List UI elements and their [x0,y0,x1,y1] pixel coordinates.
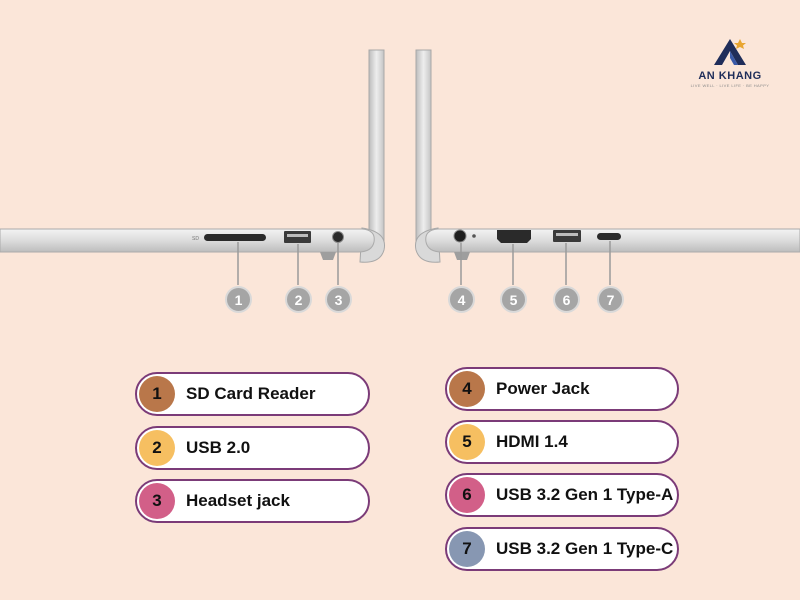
legend-number-badge: 2 [139,430,175,466]
logo-mountain-icon [714,39,746,65]
headset-jack-icon [332,231,344,243]
laptop-right-side [414,49,800,263]
legend-item-hdmi: 5 HDMI 1.4 [445,420,679,464]
legend-item-usb-2: 2 USB 2.0 [135,426,370,470]
legend-number-badge: 1 [139,376,175,412]
legend-label: Power Jack [496,379,590,398]
legend-number-badge: 5 [449,424,485,460]
usb-type-c-port-icon [597,233,621,240]
svg-text:SD: SD [192,236,199,242]
legend-number-badge: 7 [449,531,485,567]
legend-label: Headset jack [186,491,290,510]
marker-3: 3 [325,286,352,313]
laptop-left-base [0,228,375,253]
laptop-left-foot [320,252,336,260]
legend-label: USB 3.2 Gen 1 Type-A [496,485,674,504]
marker-1: 1 [225,286,252,313]
marker-2: 2 [285,286,312,313]
marker-5: 5 [500,286,527,313]
legend-label: HDMI 1.4 [496,432,568,451]
laptop-right-lid [415,49,432,246]
logo-tagline: LIVE WELL · LIVE LIFE · BE HAPPY [690,83,770,88]
legend-label: USB 3.2 Gen 1 Type-C [496,539,674,558]
laptop-left-side: SD [0,49,386,263]
connector-lines [237,241,611,285]
legend-item-sd-card-reader: 1 SD Card Reader [135,372,370,416]
laptop-right-foot [454,252,470,260]
logo-name: AN KHANG [698,70,762,82]
brand-logo: AN KHANG LIVE WELL · LIVE LIFE · BE HAPP… [690,35,770,88]
power-jack-icon [453,229,467,243]
hdmi-port-icon [497,230,531,243]
marker-7: 7 [597,286,624,313]
legend-number-badge: 6 [449,477,485,513]
laptop-right-base [425,228,800,253]
legend-number-badge: 3 [139,483,175,519]
marker-4: 4 [448,286,475,313]
legend-item-usb-3-type-c: 7 USB 3.2 Gen 1 Type-C [445,527,679,571]
legend-label: SD Card Reader [186,384,316,403]
legend-item-usb-3-type-a: 6 USB 3.2 Gen 1 Type-A [445,473,679,517]
legend-number-badge: 4 [449,371,485,407]
marker-6: 6 [553,286,580,313]
laptop-left-lid [368,49,385,246]
legend-label: USB 2.0 [186,438,251,457]
legend-item-power-jack: 4 Power Jack [445,367,679,411]
legend-item-headset-jack: 3 Headset jack [135,479,370,523]
sd-card-slot-icon [204,234,266,241]
